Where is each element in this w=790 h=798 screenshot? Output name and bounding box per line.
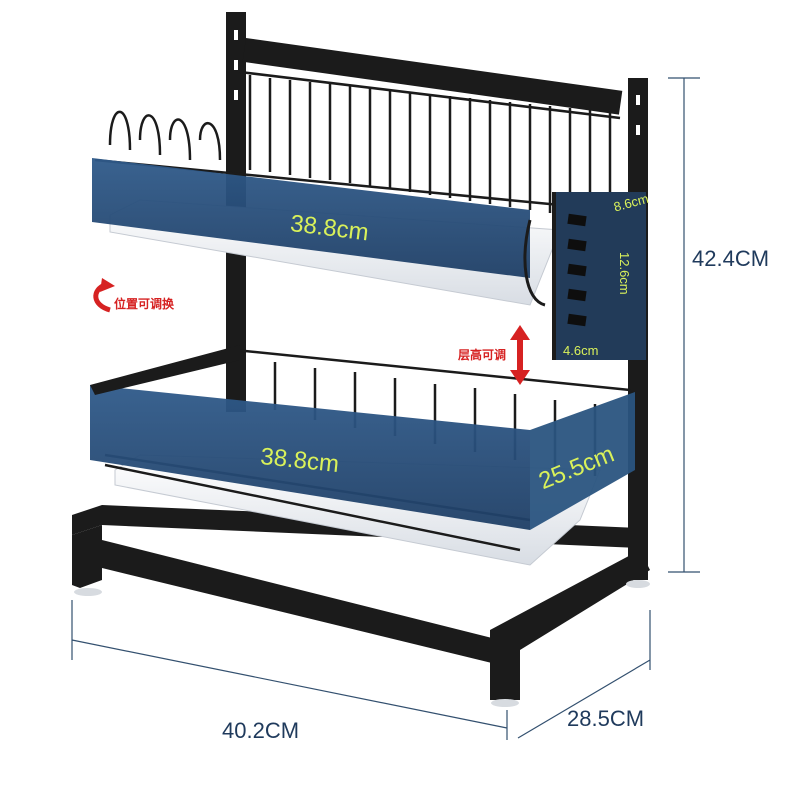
upper-tray-panel	[92, 158, 530, 278]
lower-tray-panel-front	[90, 385, 530, 530]
knife-holder-height-label: 12.6cm	[617, 252, 632, 295]
knife-holder-depth-label: 4.6cm	[563, 343, 599, 358]
height-adjust-arrow	[510, 325, 530, 385]
lower-tray-panel-side	[530, 392, 635, 530]
swap-arrow-head	[100, 278, 115, 292]
knife-holder	[523, 192, 648, 360]
depth-dimension-label: 28.5CM	[567, 706, 645, 731]
height-adjustable-label: 层高可调	[458, 348, 507, 362]
dimension-lines	[71, 77, 700, 740]
upper-rack-wires	[94, 70, 621, 222]
lower-tray-panel-back	[90, 345, 240, 395]
feet	[74, 580, 650, 707]
width-dimension-label: 40.2CM	[222, 718, 300, 743]
upright-slots	[234, 30, 640, 135]
position-adjustable-label: 位置可调换	[114, 297, 175, 311]
height-dimension-label: 42.4CM	[692, 246, 770, 271]
